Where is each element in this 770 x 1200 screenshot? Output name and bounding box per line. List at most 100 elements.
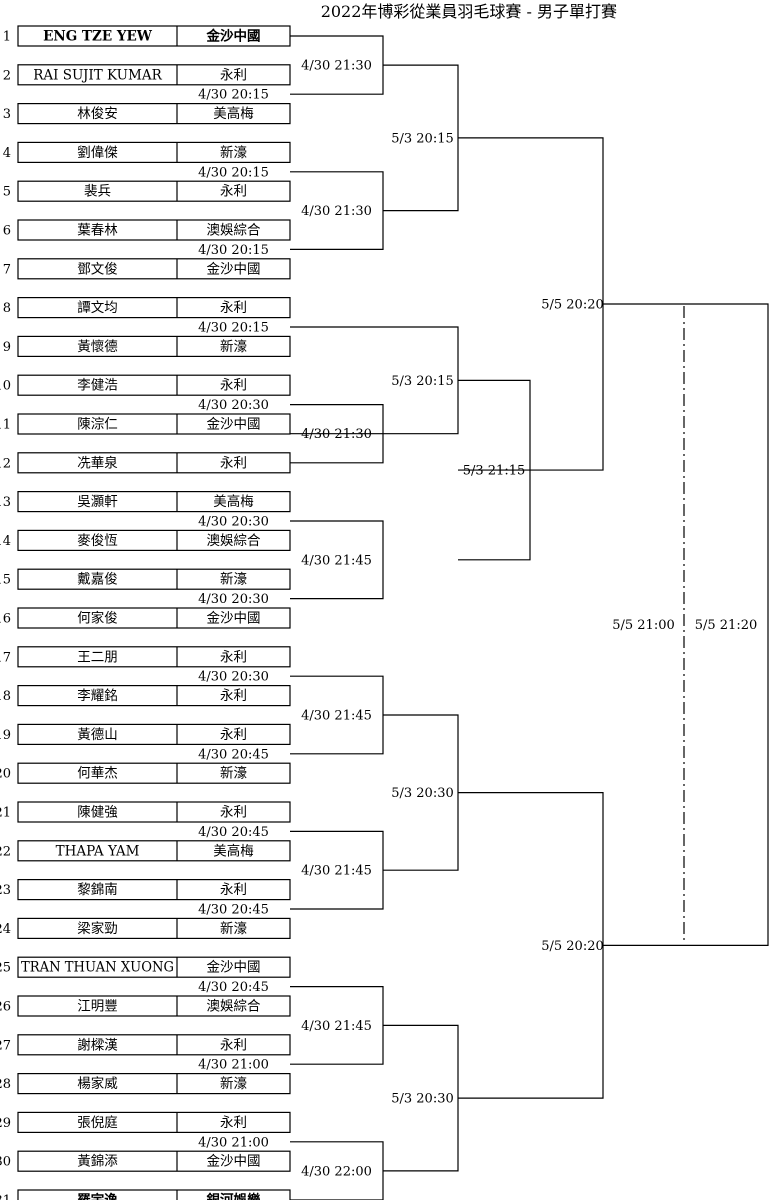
r3-match-time: 5/3 20:15 [391,374,454,389]
seed-number: 14 [0,534,11,549]
r1-match-time: 4/30 20:45 [198,825,269,840]
player-name: 江明豐 [77,999,118,1015]
player-team: 新濠 [220,920,247,937]
player-box [17,1072,291,1095]
player-team: 永利 [220,805,247,821]
page-title: 2022年博彩從業員羽毛球賽 - 男子單打賽 [320,2,617,21]
final-connector [603,303,769,946]
player-box [17,64,291,86]
r2-match-time: 4/30 21:45 [301,553,372,568]
semi-match-time: 5/5 20:20 [541,939,604,954]
seed-number: 31 [0,1194,11,1200]
player-box [17,995,291,1017]
seed-number: 12 [0,456,11,471]
player-box [17,413,291,435]
player-box [17,491,291,513]
r2-match-time: 4/30 21:30 [301,427,372,442]
player-name: 楊家威 [77,1075,118,1092]
player-team: 澳娛綜合 [207,999,261,1015]
player-name: 陳健強 [77,805,118,821]
player-team: 永利 [220,300,247,316]
player-name: 何家俊 [77,610,118,627]
r2-connector [290,520,384,600]
player-name: 裴兵 [84,184,111,200]
seed-number: 4 [3,146,11,161]
player-team: 澳娛綜合 [207,223,261,239]
player-name: 譚文均 [77,300,118,316]
player-name: 葉春林 [77,223,118,239]
player-box [17,258,291,280]
player-box [17,646,291,668]
player-box [17,1034,291,1056]
player-name: 王二朋 [77,649,118,665]
r1-match-time: 4/30 20:15 [198,243,269,258]
player-box [17,297,291,319]
r2-match-time: 4/30 21:30 [301,59,372,74]
player-team: 澳娛綜合 [207,533,261,549]
r2-match-time: 4/30 21:45 [301,864,372,879]
player-box [17,878,291,901]
player-team: 美高梅 [213,842,254,859]
r1-match-time: 4/30 20:30 [198,515,269,530]
r3b-match-time: 5/3 21:15 [463,464,526,479]
player-name: 戴嘉俊 [77,572,118,588]
player-team: 永利 [220,649,247,665]
player-name: 黃懷德 [77,339,118,355]
player-box [17,840,291,862]
player-team: 永利 [220,727,247,743]
seed-number: 23 [0,883,11,898]
player-team: 美高梅 [213,105,254,122]
seed-number: 3 [3,107,11,122]
player-name: RAI SUJIT KUMAR [33,67,162,83]
r2-match-time: 4/30 21:45 [301,709,372,724]
r3-match-time: 5/3 20:30 [391,786,454,801]
seed-number: 29 [0,1116,11,1131]
player-team: 永利 [220,1115,247,1131]
player-team: 新濠 [220,144,247,161]
player-box [17,801,291,823]
player-name: 鄧文俊 [77,261,118,277]
r1-match-time: 4/30 20:30 [198,398,269,413]
player-box [17,1189,291,1200]
player-box [17,607,291,629]
seed-number: 22 [0,844,11,859]
player-box [17,956,291,978]
r1-match-time: 4/30 20:45 [198,980,269,995]
player-name: ENG TZE YEW [43,29,153,45]
seed-number: 27 [0,1038,11,1053]
r1-match-time: 4/30 20:15 [198,88,269,103]
player-name: 吳灝軒 [77,493,118,510]
player-name: 冼華泉 [77,454,118,471]
seed-number: 1 [3,30,11,45]
final-match-time: 5/5 21:00 [612,618,675,633]
player-box [17,1111,291,1134]
r1-match-time: 4/30 20:45 [198,903,269,918]
player-team: 永利 [220,1037,247,1053]
r3-match-time: 5/3 20:30 [391,1092,454,1107]
player-team: 永利 [220,184,247,200]
r2-match-time: 4/30 21:45 [301,1019,372,1034]
r2-match-time: 4/30 22:00 [301,1164,372,1179]
seed-number: 5 [3,185,11,200]
player-box [17,102,291,125]
player-team: 新濠 [220,571,247,588]
r1-match-time: 4/30 20:45 [198,747,269,762]
seed-number: 17 [0,650,11,665]
player-team: 永利 [220,882,247,898]
player-name: THAPA YAM [56,843,140,859]
seed-number: 15 [0,573,11,588]
player-name: 何華杰 [77,766,118,782]
player-name: 黃德山 [77,727,118,743]
seed-number: 19 [0,728,11,743]
player-team: 新濠 [220,765,247,782]
seed-number: 25 [0,961,11,976]
player-name: 黃錦添 [77,1153,118,1170]
r1-match-time: 4/30 21:00 [198,1135,269,1150]
player-team: 美高梅 [213,493,254,510]
r2-match-time: 4/30 21:30 [301,204,372,219]
player-box [17,180,291,202]
seed-number: 28 [0,1077,11,1092]
player-name: 黎錦南 [77,881,118,898]
seed-number: 8 [3,301,11,316]
